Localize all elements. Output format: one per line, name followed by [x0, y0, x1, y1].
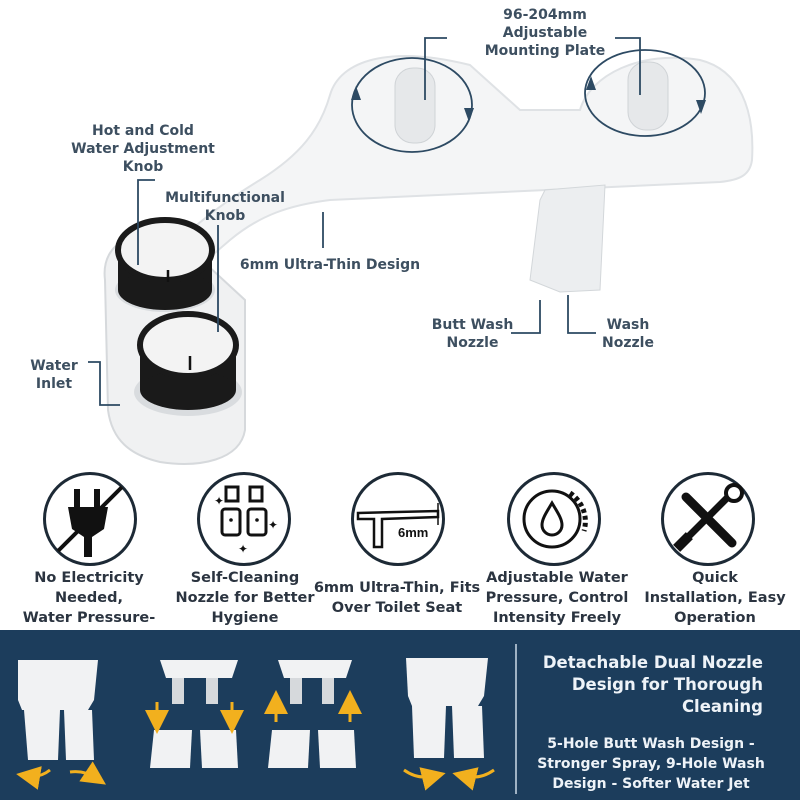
nozzle-section-subtitle: 5-Hole Butt Wash Design - Stronger Spray…	[537, 736, 765, 792]
tools-icon	[661, 472, 755, 566]
label-mounting-plate: 96-204mm Adjustable Mounting Plate	[484, 7, 606, 59]
label-hot-cold-knob: Hot and Cold Water Adjustment Knob	[71, 123, 215, 175]
ultra-thin-icon-label: 6mm	[398, 525, 428, 540]
nozzle-illustrations	[16, 658, 495, 791]
feature-ultra-thin: 6mm Ultra-Thin, Fits Over Toilet Seat	[313, 580, 481, 616]
svg-text:✦: ✦	[268, 518, 278, 532]
label-wash-nozzle: Wash Nozzle	[602, 317, 654, 351]
svg-text:✦: ✦	[238, 542, 248, 556]
pressure-dial-icon	[507, 472, 601, 566]
ultra-thin-icon: 6mm	[351, 472, 445, 566]
nozzle-detail-panel: Detachable Dual Nozzle Design for Thorou…	[0, 630, 800, 800]
hot-cold-knob	[115, 217, 215, 283]
label-thin-design: 6mm Ultra-Thin Design	[239, 257, 421, 273]
label-butt-wash-nozzle: Butt Wash Nozzle	[431, 317, 514, 351]
feature-self-cleaning: Self-Cleaning Nozzle for Better Hygiene	[175, 570, 315, 626]
feature-quick-installation: Quick Installation, Easy Operation	[644, 570, 786, 626]
multifunctional-knob	[137, 311, 239, 379]
label-water-inlet: Water Inlet	[30, 358, 78, 392]
panel-divider	[515, 644, 517, 794]
mounting-plate	[128, 55, 754, 301]
nozzle-section-title: Detachable Dual Nozzle Design for Thorou…	[542, 653, 763, 716]
feature-adjustable-pressure: Adjustable Water Pressure, Control Inten…	[485, 570, 629, 626]
self-cleaning-nozzle-icon: ✦ ✦ ✦	[197, 472, 291, 566]
product-illustration	[88, 37, 754, 465]
label-multifunctional-knob: Multifunctional Knob	[165, 190, 285, 224]
svg-text:✦: ✦	[214, 494, 224, 508]
no-plug-icon	[43, 472, 137, 566]
